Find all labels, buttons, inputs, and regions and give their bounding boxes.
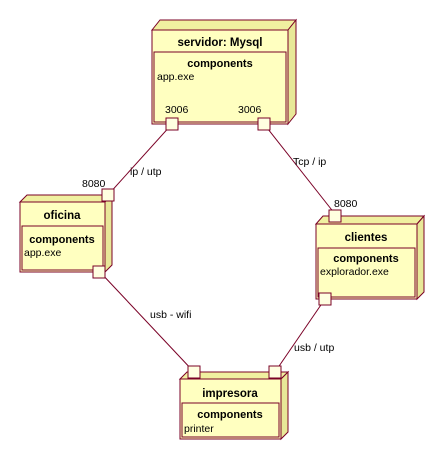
components-box-clientes [317, 247, 416, 298]
component-item-clientes: explorador.exe [320, 266, 389, 278]
node-title-servidor: servidor: Mysql [178, 37, 263, 49]
components-label-impresora: components [197, 409, 262, 421]
components-box-impresora [181, 402, 280, 438]
port-servidor-right[interactable] [257, 117, 271, 131]
port-impresora-right[interactable] [268, 365, 282, 379]
link-clientes-impresora[interactable] [274, 298, 326, 373]
node-title-oficina: oficina [43, 210, 81, 222]
components-box-servidor [153, 51, 287, 123]
node-title-impresora: impresora [202, 388, 258, 400]
node-clientes[interactable]: clientes components explorador.exe [314, 214, 426, 301]
link-servidor-oficina[interactable] [107, 123, 173, 196]
node-servidor[interactable]: servidor: Mysql components app.exe [150, 18, 298, 126]
port-clientes-top[interactable] [328, 209, 342, 223]
port-impresora-left[interactable] [187, 365, 201, 379]
port-servidor-left[interactable] [165, 117, 179, 131]
node-oficina[interactable]: oficina components app.exe [18, 193, 114, 274]
link-oficina-impresora[interactable] [99, 271, 195, 373]
port-label-clientes-top: 8080 [334, 198, 358, 210]
port-oficina-top[interactable] [101, 188, 115, 202]
component-item-impresora: printer [184, 423, 214, 435]
port-clientes-bottom[interactable] [318, 292, 332, 306]
components-label-oficina: components [29, 234, 94, 246]
node-title-clientes: clientes [345, 232, 388, 244]
link-label-servidor-clientes: Tcp / ip [293, 156, 326, 168]
components-box-oficina [21, 225, 104, 271]
port-label-oficina-top: 8080 [82, 178, 106, 190]
link-label-oficina-impresora: usb - wifi [150, 309, 191, 321]
components-label-clientes: components [333, 253, 398, 265]
components-label-servidor: components [187, 58, 252, 70]
port-oficina-bottom[interactable] [92, 265, 106, 279]
component-item-servidor: app.exe [157, 71, 195, 83]
port-label-servidor-left: 3006 [165, 104, 189, 116]
link-label-servidor-oficina: ip / utp [130, 166, 162, 178]
link-servidor-clientes[interactable] [263, 123, 336, 215]
port-label-servidor-right: 3006 [238, 104, 262, 116]
node-impresora[interactable]: impresora components printer [178, 370, 290, 441]
component-item-oficina: app.exe [24, 247, 62, 259]
link-label-clientes-impresora: usb / utp [294, 342, 334, 354]
